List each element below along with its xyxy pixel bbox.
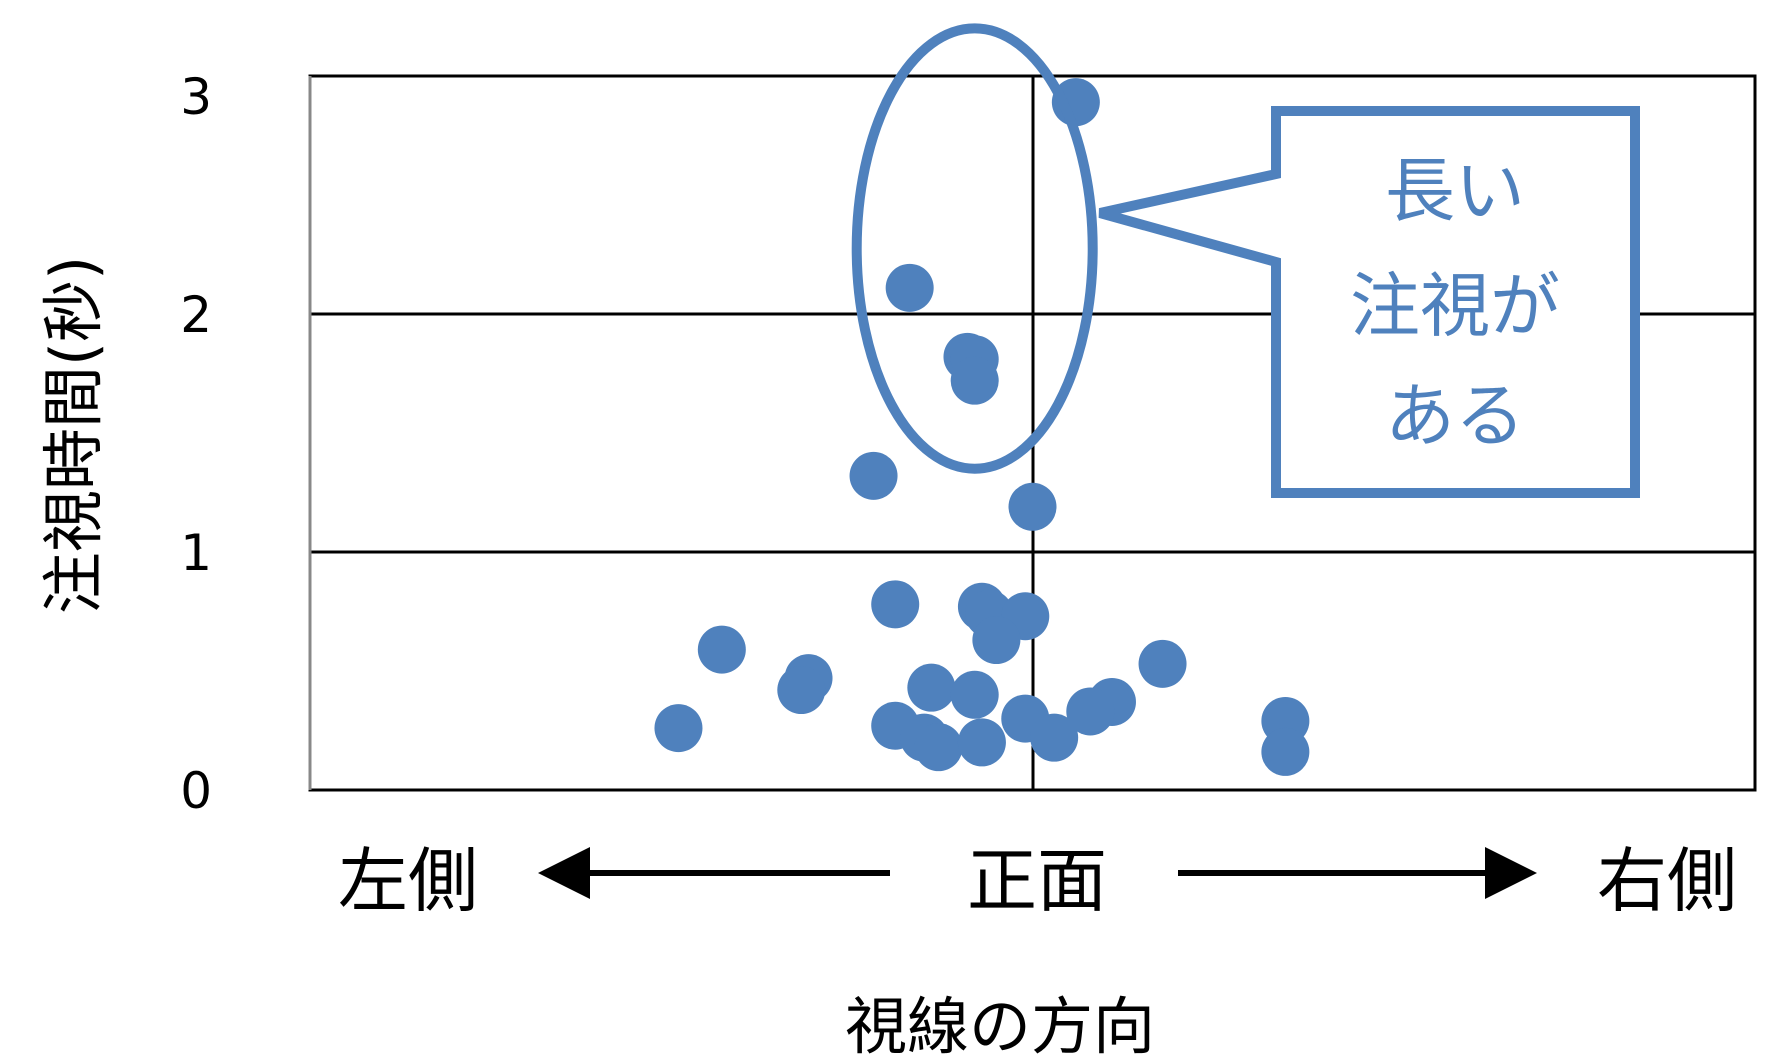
highlight-ellipse <box>851 23 1098 474</box>
data-point <box>914 723 963 772</box>
data-point <box>972 616 1021 665</box>
x-direction-right-label: 右側 <box>1597 840 1737 922</box>
data-point <box>1261 727 1310 776</box>
data-point <box>1008 482 1057 531</box>
data-point <box>950 670 999 719</box>
data-point <box>957 718 1006 767</box>
data-point <box>1066 687 1115 736</box>
left-arrow <box>538 847 890 899</box>
data-point <box>777 666 826 715</box>
callout-line-3: ある <box>1385 375 1525 457</box>
y-tick-label: 1 <box>180 524 212 582</box>
callout-line-2: 注視が <box>1350 265 1560 347</box>
data-points <box>654 78 1310 776</box>
data-point <box>950 356 999 405</box>
y-tick-label: 0 <box>180 762 212 820</box>
data-point <box>885 263 934 312</box>
data-point <box>871 580 920 629</box>
x-direction-center-label: 正面 <box>967 840 1107 922</box>
x-axis-title: 視線の方向 <box>845 990 1155 1063</box>
x-direction-left-label: 左側 <box>338 840 478 922</box>
y-tick-label: 2 <box>180 286 212 344</box>
y-tick-labels: 0 1 2 3 <box>180 68 212 820</box>
data-point <box>1030 713 1079 762</box>
data-point <box>1138 639 1187 688</box>
y-tick-label: 3 <box>180 68 212 126</box>
data-point <box>654 704 703 753</box>
right-arrow <box>1178 847 1537 899</box>
callout-bubble: 長い 注視が ある <box>1098 106 1640 498</box>
data-point <box>907 663 956 712</box>
y-axis-title: 注視時間(秒) <box>37 256 110 614</box>
data-point <box>697 625 746 674</box>
data-point <box>849 451 898 500</box>
callout-line-1: 長い <box>1385 150 1525 232</box>
